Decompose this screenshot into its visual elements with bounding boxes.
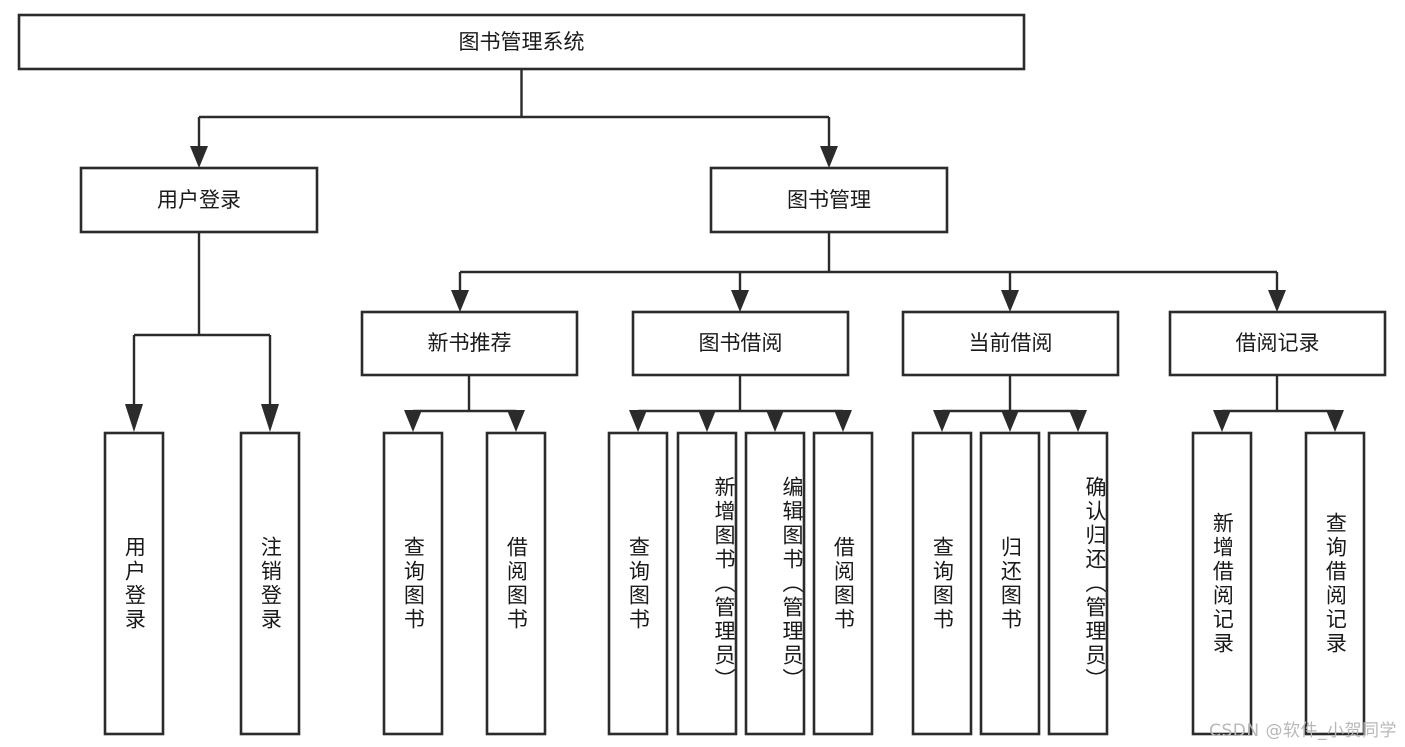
arrow-head-leaf-re-1 — [1213, 410, 1231, 432]
csdn-watermark: CSDN @软件_小贺同学 — [1209, 721, 1397, 741]
connector-group-record — [1213, 375, 1344, 432]
node-root[interactable] — [17, 13, 1026, 71]
node-book-borrow-label: 图书借阅 — [699, 331, 783, 355]
arrow-head-leaf-cu-2 — [1001, 410, 1019, 432]
arrow-head-login — [190, 146, 208, 168]
arrow-head-leaf-bo-1 — [629, 410, 647, 432]
leaf-cu-return-book[interactable] — [979, 431, 1041, 736]
leaf-cu-confirm-return-admin[interactable] — [1047, 431, 1109, 736]
node-book-management-label: 图书管理 — [787, 188, 871, 212]
arrow-head-record — [1268, 290, 1286, 312]
connector-group-borrow — [629, 375, 852, 432]
arrow-head-leaf-nb-1 — [404, 410, 422, 432]
arrow-head-leaf-nb-2 — [507, 410, 525, 432]
leaf-bo-query-book[interactable] — [607, 431, 669, 736]
leaf-user-login[interactable] — [103, 431, 165, 736]
node-book-management[interactable] — [709, 166, 949, 234]
node-borrow-record[interactable] — [1168, 310, 1387, 377]
node-book-borrow[interactable] — [631, 310, 850, 377]
connector-group-newbook — [404, 375, 525, 432]
arrow-head-leaf-cu-3 — [1069, 410, 1087, 432]
node-user-login-label: 用户登录 — [157, 188, 241, 212]
leaf-nb-query-book[interactable] — [382, 431, 444, 736]
arrow-head-leaf-login-2 — [261, 404, 279, 432]
leaf-bo-edit-book-admin[interactable] — [744, 431, 806, 736]
leaf-nb-borrow-book[interactable] — [485, 431, 547, 736]
leaf-re-add-record[interactable] — [1191, 431, 1253, 736]
arrow-head-current — [1001, 290, 1019, 312]
arrow-head-leaf-bo-3 — [766, 410, 784, 432]
arrow-head-leaf-re-2 — [1326, 410, 1344, 432]
node-root-label: 图书管理系统 — [459, 30, 585, 54]
node-current-borrow[interactable] — [901, 310, 1120, 377]
leaf-logout-login[interactable] — [239, 431, 301, 736]
node-user-login[interactable] — [79, 166, 319, 234]
arrow-head-bookmgmt — [820, 146, 838, 168]
node-current-borrow-label: 当前借阅 — [969, 331, 1053, 355]
arrow-head-borrow — [731, 290, 749, 312]
leaf-bo-borrow-book[interactable] — [812, 431, 874, 736]
leaf-cu-query-book[interactable] — [911, 431, 973, 736]
leaf-bo-add-book-admin[interactable] — [676, 431, 738, 736]
arrow-head-newbook — [451, 290, 469, 312]
node-new-book-recommend[interactable] — [360, 310, 579, 377]
connector-group-current — [933, 375, 1087, 432]
arrow-head-leaf-bo-4 — [834, 410, 852, 432]
leaf-re-query-record[interactable] — [1304, 431, 1366, 736]
arrow-head-leaf-login-1 — [125, 404, 143, 432]
node-borrow-record-label: 借阅记录 — [1236, 331, 1320, 355]
node-new-book-recommend-label: 新书推荐 — [428, 331, 512, 355]
connector-group-root — [190, 69, 838, 168]
arrow-head-leaf-bo-2 — [698, 410, 716, 432]
connector-group-login — [125, 232, 279, 432]
arrow-head-leaf-cu-1 — [933, 410, 951, 432]
connector-group-bookmgmt — [451, 232, 1286, 312]
